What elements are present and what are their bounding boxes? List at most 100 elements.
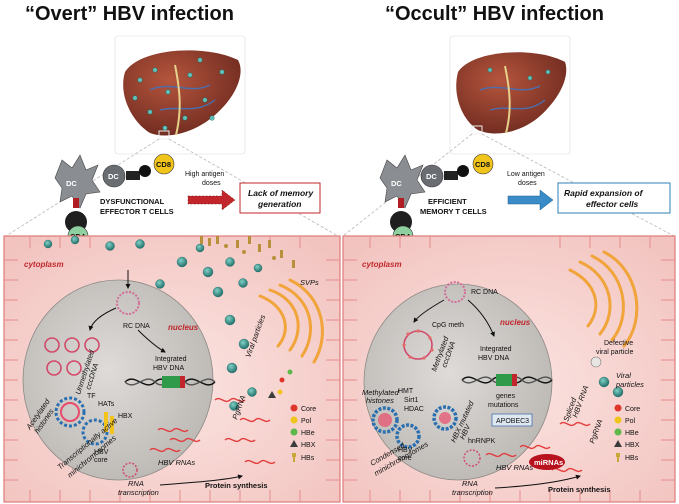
cd8-label-right: CD8	[475, 160, 490, 169]
hbv-label-right: HBV	[398, 447, 413, 454]
rna-label-right: RNA	[462, 479, 478, 488]
dc-secondary-icon	[102, 164, 126, 188]
legend-hbx-right: HBX	[625, 442, 640, 449]
hbx-label: HBX	[118, 413, 133, 420]
high-antigen-doses: doses	[202, 180, 221, 187]
rc-dna-icon-right	[444, 281, 466, 303]
dc-label-right-2: DC	[426, 172, 437, 181]
legend-pol-right: Pol	[625, 418, 636, 425]
er-golgi	[258, 278, 324, 364]
legend-hbs-right: HBs	[625, 455, 639, 462]
rc-dna-label: RC DNA	[123, 323, 150, 330]
high-antigen-label: High antigen	[185, 171, 224, 178]
dendritic-cell-icon	[379, 154, 426, 209]
svp-icon	[200, 236, 295, 268]
lack-memory-line2: generation	[257, 199, 301, 209]
nucleus-label-right: nucleus	[500, 318, 531, 327]
methylated-histones-label: Methylated	[362, 388, 400, 397]
rapid-expansion-callout	[557, 182, 671, 214]
apobec-box	[491, 413, 533, 427]
title-occult: “Occult” HBV infection	[385, 3, 604, 25]
high-dose-arrow-icon	[187, 189, 236, 211]
dysfunctional-label: DYSFUNCTIONAL	[100, 197, 165, 206]
defective-particle-icon	[590, 356, 602, 368]
hats-label: HATs	[98, 401, 115, 408]
rc-dna-icon	[116, 291, 140, 315]
transcription-label: transcription	[118, 488, 159, 497]
hnrnpk-label: hnRNPK	[468, 438, 496, 445]
integrated-label: Integrated	[155, 356, 187, 363]
cd8-cell-icon	[153, 153, 175, 175]
hbv-rnas-label: HBV RNAs	[158, 458, 195, 467]
svps-label: SVPs	[300, 278, 319, 287]
rna-label: RNA	[128, 479, 144, 488]
tf-label: TF	[87, 393, 96, 400]
efficient-label: EFFICIENT	[428, 197, 467, 206]
defective-viral-particle-label: viral particle	[596, 349, 633, 356]
cpg-meth-label: CpG meth	[432, 322, 464, 329]
low-antigen-label: Low antigen	[507, 171, 545, 178]
dc-label-right: DC	[391, 179, 402, 188]
core-label: core	[94, 457, 108, 464]
cccdna-icon	[44, 337, 100, 376]
mirnas-label: miRNAs	[534, 458, 563, 467]
legend-core-right: Core	[625, 406, 640, 413]
integrated-dna-helix-icon-right	[461, 374, 553, 386]
methylated-histones-label-2: histones	[366, 396, 394, 405]
title-overt: “Overt” HBV infection	[25, 3, 234, 25]
viral-label-right: Viral	[616, 371, 631, 380]
defective-label: Defective	[604, 340, 633, 347]
condensed-minichromosome-icon	[371, 405, 458, 449]
legend-hbe-right: HBe	[625, 430, 639, 437]
dc-label: DC	[66, 179, 77, 188]
sirt1-label: Sirt1	[404, 397, 419, 404]
hmt-label: HMT	[398, 388, 414, 395]
legend-hbx: HBX	[301, 442, 316, 449]
lack-memory-callout	[239, 182, 321, 214]
mirnas-icon	[529, 454, 565, 470]
rapid-expansion-line1: Rapid expansion of	[564, 188, 644, 198]
immune-panel-occult: DC DC CD8 CD4 EFFICIENT MEMORY T CELLS L…	[379, 153, 671, 247]
core-label-right: core	[398, 455, 412, 462]
particles-label-right: particles	[615, 380, 644, 389]
hepatocyte-occult: cytoplasm nucleus RC DNA CpG meth Methyl…	[342, 235, 676, 503]
legend-hbe: HBe	[301, 430, 315, 437]
mutations-label: mutations	[488, 402, 519, 409]
cytoplasm-label: cytoplasm	[24, 260, 64, 269]
cytoplasm-label-right: cytoplasm	[362, 260, 402, 269]
memory-t-cells-label: MEMORY T CELLS	[420, 207, 487, 216]
rc-dna-label-right: RC DNA	[471, 289, 498, 296]
low-dose-arrow-icon	[507, 189, 554, 211]
rapid-expansion-line2: effector cells	[586, 199, 639, 209]
immune-panel-overt: DC DC CD8 CD4 DYSFUNCTIONAL EFFECTOR T C…	[54, 153, 321, 247]
legend-hbs: HBs	[301, 455, 315, 462]
legend-core: Core	[301, 406, 316, 413]
nucleus-label: nucleus	[168, 323, 199, 332]
integrated-label-right: Integrated	[480, 346, 512, 353]
protein-synthesis-label-right: Protein synthesis	[548, 485, 611, 494]
protein-legend-left: Core Pol HBe HBX HBs	[290, 404, 316, 462]
hdac-label: HDAC	[404, 406, 424, 413]
integrated-hbv-dna-label-right: HBV DNA	[478, 355, 509, 362]
integrated-dna-helix-icon	[124, 376, 216, 388]
integrated-hbv-dna-label: HBV DNA	[153, 365, 184, 372]
hbv-rnas-label-right: HBV RNAs	[496, 463, 533, 472]
liver-occult	[449, 35, 571, 155]
cd8-cell-icon	[472, 153, 494, 175]
liver-overt	[114, 35, 246, 155]
low-antigen-doses: doses	[518, 180, 537, 187]
er-golgi-right	[568, 250, 639, 348]
virions-top	[43, 235, 263, 411]
apobec-label: APOBEC3	[496, 418, 529, 425]
lack-memory-line1: Lack of memory	[248, 188, 314, 198]
hepatocyte-overt: cytoplasm SVPs Viral particles n	[3, 235, 341, 503]
genes-label: genes	[496, 393, 516, 400]
active-minichromosome-icon	[54, 396, 114, 446]
cd8-label: CD8	[156, 160, 171, 169]
effector-label: EFFECTOR T CELLS	[100, 207, 174, 216]
methylated-cccdna-icon	[402, 329, 434, 360]
hbv-rna-icon	[149, 397, 276, 465]
hbv-label: HBV	[94, 449, 109, 456]
dendritic-cell-icon	[54, 154, 101, 209]
